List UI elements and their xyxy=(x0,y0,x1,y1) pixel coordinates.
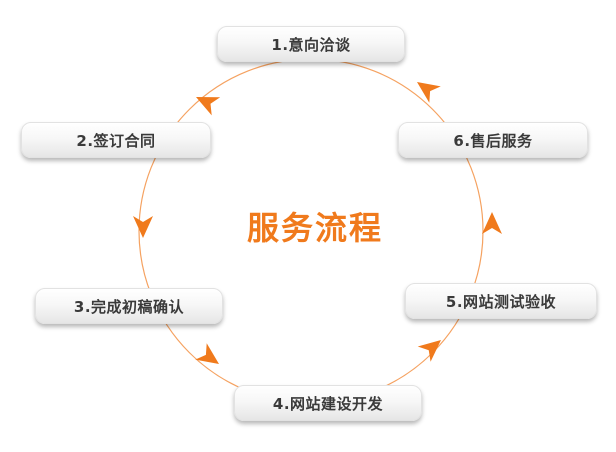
step-1-box: 1.意向洽谈 xyxy=(217,26,405,62)
arrow-4-to-5-head xyxy=(417,340,441,362)
step-5-box: 5.网站测试验收 xyxy=(405,283,597,319)
step-6-label: 6.售后服务 xyxy=(453,131,533,150)
step-3-box: 3.完成初稿确认 xyxy=(35,288,223,324)
arrow-5-to-6-head xyxy=(482,212,502,234)
arrow-2-to-3-head xyxy=(133,216,153,238)
step-4-label: 4.网站建设开发 xyxy=(272,394,384,413)
step-5-label: 5.网站测试验收 xyxy=(445,292,557,311)
step-2-label: 2.签订合同 xyxy=(76,131,156,150)
step-4-box: 4.网站建设开发 xyxy=(234,385,422,421)
arrow-1-to-2-head xyxy=(196,97,221,116)
step-2-box: 2.签订合同 xyxy=(21,122,211,158)
arrow-3-to-4-head xyxy=(195,343,219,364)
step-6-box: 6.售后服务 xyxy=(398,122,588,158)
step-3-label: 3.完成初稿确认 xyxy=(73,297,185,316)
diagram-title: 服务流程 xyxy=(246,209,383,247)
arrow-6-to-1-head xyxy=(417,82,441,103)
step-1-label: 1.意向洽谈 xyxy=(271,35,351,54)
